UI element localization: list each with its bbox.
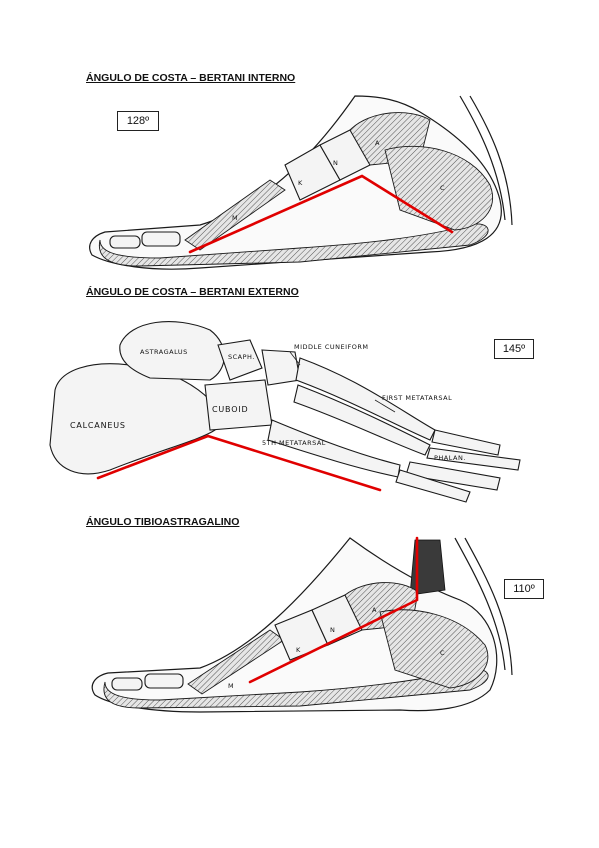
calcaneus-c bbox=[384, 145, 493, 231]
angle-line-tibioastragalino bbox=[248, 536, 419, 684]
section-title-bertani-externo: ÁNGULO DE COSTA – BERTANI EXTERNO bbox=[86, 286, 299, 298]
calcaneus-bone bbox=[49, 363, 216, 475]
label-n: N bbox=[333, 159, 338, 167]
angle-value-box: 145º bbox=[494, 339, 534, 359]
angle-line-interno bbox=[188, 174, 454, 254]
angle-value-box: 128º bbox=[117, 111, 159, 131]
phalanx-proximal bbox=[144, 673, 184, 689]
foot-tibioastragalar-diagram: M K N A C bbox=[91, 536, 513, 713]
angle-value-box: 110º bbox=[504, 579, 544, 599]
phalanx-distal bbox=[111, 677, 143, 691]
label-phalan: PHALAN. bbox=[434, 454, 466, 462]
scaphoid-bone bbox=[217, 339, 263, 381]
middle-cuneiform-bone bbox=[261, 349, 301, 386]
label-m: M bbox=[228, 682, 234, 690]
label-c: C bbox=[440, 649, 445, 657]
tibia-bone bbox=[409, 539, 446, 596]
calcaneus-c bbox=[379, 609, 489, 689]
first-metatarsal-bone bbox=[295, 357, 436, 441]
label-astragalus: ASTRAGALUS bbox=[140, 348, 188, 356]
label-m: M bbox=[232, 214, 238, 222]
phalanx-proximal bbox=[141, 231, 181, 247]
label-a: A bbox=[375, 139, 380, 147]
label-k: K bbox=[296, 646, 301, 654]
label-k: K bbox=[298, 179, 303, 187]
section-title-tibioastragalino: ÁNGULO TIBIOASTRAGALINO bbox=[86, 516, 240, 528]
label-middle-cuneiform: MIDDLE CUNEIFORM bbox=[294, 343, 369, 351]
foot-medial-view-diagram: M K N A C bbox=[89, 95, 513, 270]
label-cuboid: CUBOID bbox=[212, 405, 248, 414]
label-fifth-metatarsal: 5TH METATARSAL bbox=[262, 439, 326, 447]
label-n: N bbox=[330, 626, 335, 634]
label-first-metatarsal: FIRST METATARSAL bbox=[382, 394, 452, 402]
section-title-bertani-interno: ÁNGULO DE COSTA – BERTANI INTERNO bbox=[86, 72, 296, 84]
label-a: A bbox=[372, 606, 377, 614]
phalanx-distal bbox=[109, 235, 141, 249]
foot-lateral-view-diagram: ASTRAGALUS SCAPH. MIDDLE CUNEIFORM FIRST… bbox=[49, 321, 521, 503]
label-scaph: SCAPH. bbox=[228, 353, 255, 361]
label-c: C bbox=[440, 184, 445, 192]
phalanx-bone bbox=[431, 429, 501, 456]
metatarsal-m bbox=[184, 179, 286, 251]
label-calcaneus: CALCANEUS bbox=[70, 421, 126, 430]
angle-line-externo bbox=[96, 434, 382, 492]
